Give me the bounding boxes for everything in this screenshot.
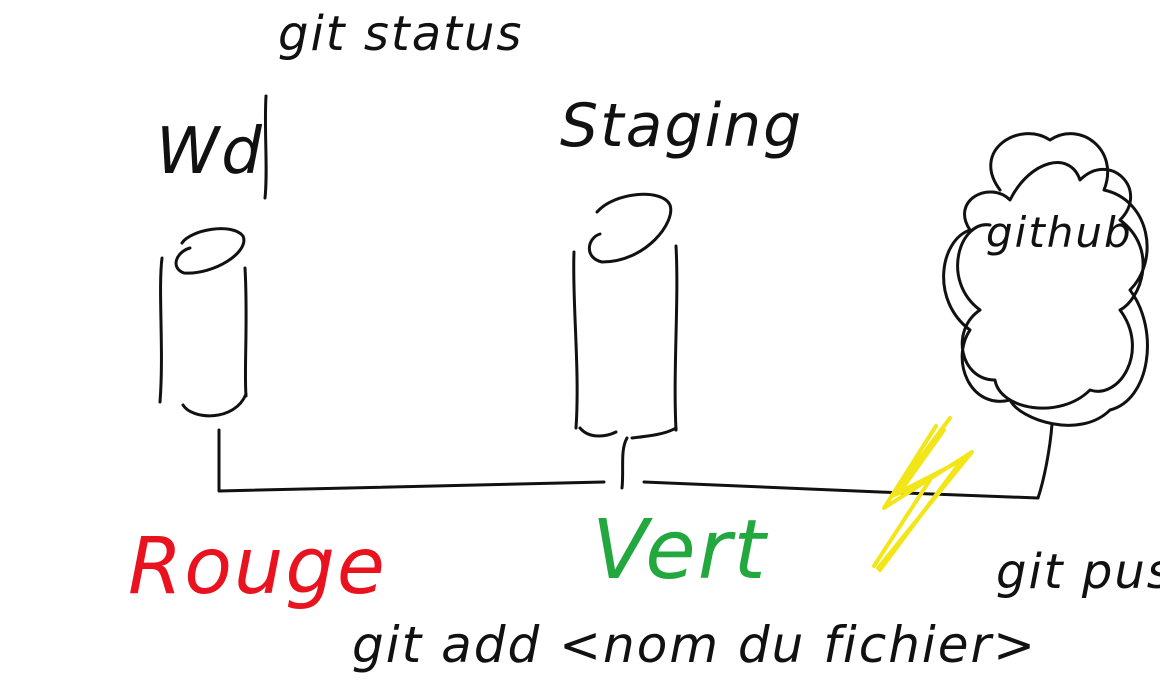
lightning-icon <box>872 416 974 572</box>
staging-label: Staging <box>560 91 804 161</box>
green-label: Vert <box>592 503 768 598</box>
wd-cylinder-top <box>174 227 246 275</box>
wd-connector-line <box>217 428 606 493</box>
working-dir-label: Wd <box>156 115 264 189</box>
wd-cylinder-right <box>243 266 248 398</box>
add-command-label: git add <nom du fichier> <box>352 616 1038 674</box>
diagram-title: git status <box>278 6 524 62</box>
push-connector-line <box>642 422 1054 500</box>
github-cloud <box>942 132 1149 427</box>
staging-cylinder-bottom <box>578 426 678 440</box>
cylinder-icon <box>572 192 679 440</box>
cloud-icon <box>942 132 1149 427</box>
wd-cylinder-left <box>158 256 164 404</box>
wd-cylinder-bottom <box>181 392 248 418</box>
staging-cylinder-top <box>587 192 673 264</box>
staging-cylinder-left <box>572 250 579 430</box>
staging-connector-line <box>620 436 629 490</box>
github-label: github <box>986 208 1133 257</box>
cylinder-icon <box>158 94 268 418</box>
red-label: Rouge <box>128 522 387 612</box>
wd-label-bar <box>263 94 268 200</box>
staging-cylinder-right <box>673 244 679 432</box>
push-command-label: git push <box>996 544 1160 600</box>
